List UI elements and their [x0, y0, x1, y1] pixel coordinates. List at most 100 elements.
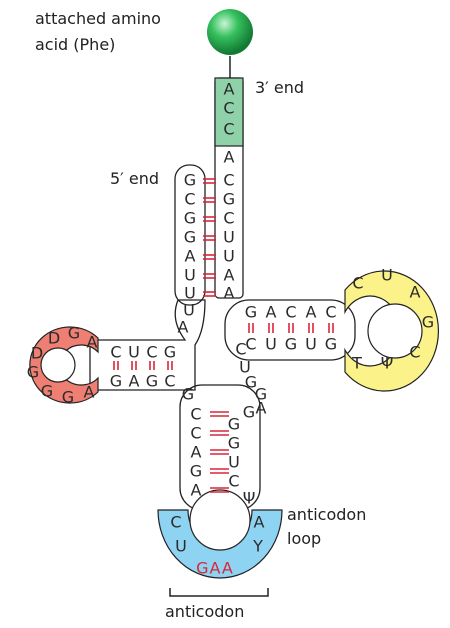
anticodon-stem-pairs	[210, 411, 229, 493]
nt-t-stem-bottom: C	[245, 335, 256, 354]
nt-t-loop: C	[352, 274, 363, 293]
nt-anticodon-stem-left: G	[190, 462, 202, 481]
nt-d-loop: G	[27, 363, 39, 382]
nt-acceptor-3prime: A	[224, 284, 235, 303]
d-loop	[29, 326, 99, 404]
nt-t-stem-bottom: G	[285, 335, 297, 354]
nt-acceptor-5prime: U	[184, 284, 196, 303]
t-arm-strand	[224, 299, 356, 361]
nt-t-loop: Ψ	[381, 354, 394, 373]
nt-acceptor-5prime: G	[184, 228, 196, 247]
nt-variable-loop: G	[255, 385, 267, 404]
nt-anticodon-stem-right: G	[228, 415, 240, 434]
nt-anticodon-stem-left: G	[182, 385, 194, 404]
nt-acceptor-3prime: C	[223, 209, 234, 228]
anticodon-label: anticodon	[165, 602, 244, 621]
nt-anticodon-stem-left: C	[190, 405, 201, 424]
nt-t-loop: A	[410, 283, 421, 302]
nt-acceptor-5prime: U	[184, 266, 196, 285]
acceptor-end-box	[214, 77, 244, 147]
nt-d-stem-top: G	[164, 343, 176, 362]
nt-anticodon-stem-left: A	[191, 443, 202, 462]
nt-t-stem-top: A	[266, 303, 277, 322]
nt-d-loop: D	[48, 329, 60, 348]
nt-acceptor-tail: C	[223, 120, 234, 139]
nt-t-stem-top: G	[245, 303, 257, 322]
nt-variable-loop: U	[239, 358, 251, 377]
nt-d-stem-top: U	[128, 343, 140, 362]
anticodon-bracket	[169, 588, 269, 597]
amino-acid-label-line1: attached amino	[35, 9, 161, 28]
nt-t-stem-top: C	[325, 303, 336, 322]
nt-t-stem-bottom: G	[325, 335, 337, 354]
nucleotides: A C C A C G C U U A A G C G G A U U U A …	[27, 80, 434, 578]
nt-anticodon-loop: U	[175, 537, 187, 556]
nt-t-stem-top: C	[285, 303, 296, 322]
nt-acceptor-3prime: U	[223, 247, 235, 266]
anticodon-loop	[157, 489, 283, 579]
anticodon-loop-hole	[189, 489, 251, 551]
nt-anticodon-loop: A	[254, 513, 265, 532]
d-loop-hole	[40, 347, 76, 383]
nt-acceptor-tail: C	[223, 99, 234, 118]
nt-acceptor-5prime: G	[184, 171, 196, 190]
nt-acceptor-3prime: G	[223, 190, 235, 209]
nt-t-loop: G	[422, 313, 434, 332]
d-stem-pairs	[113, 361, 173, 370]
nt-d-stem-bottom: G	[110, 372, 122, 391]
nt-anticodon-stem-left: A	[191, 481, 202, 500]
nt-d-loop: G	[68, 324, 80, 343]
amino-acid-ball	[207, 9, 253, 55]
nt-d-loop: D	[31, 344, 43, 363]
three-prime-label: 3′ end	[255, 78, 304, 97]
nt-acceptor-tail: A	[224, 80, 235, 99]
nt-acceptor-3prime: U	[223, 228, 235, 247]
nt-variable-loop: A	[256, 399, 267, 418]
amino-acid-label-line2: acid (Phe)	[35, 35, 115, 54]
nt-acceptor-5prime: U	[183, 301, 195, 320]
nt-variable-loop: G	[245, 373, 257, 392]
nt-t-loop: U	[381, 266, 393, 285]
t-loop-hole	[367, 303, 423, 359]
d-arm-strand	[89, 299, 206, 391]
nt-d-loop: A	[87, 333, 98, 352]
base-pairs	[113, 178, 334, 493]
nt-d-stem-bottom: G	[146, 372, 158, 391]
anticodon-loop-label-line1: anticodon	[287, 505, 366, 524]
nt-acceptor-3prime: A	[224, 266, 235, 285]
nt-t-stem-bottom: U	[305, 335, 317, 354]
anticodon-bases: GAA	[196, 559, 234, 578]
nt-anticodon-stem-left: C	[190, 424, 201, 443]
nt-d-stem-top: C	[146, 343, 157, 362]
nt-anticodon-stem-right: G	[228, 434, 240, 453]
nt-anticodon-stem-right: C	[228, 472, 239, 491]
t-stem-pairs	[248, 323, 334, 333]
nt-acceptor-5prime: A	[178, 318, 189, 337]
nt-anticodon-loop: Y	[252, 537, 263, 556]
nt-t-stem-bottom: U	[265, 335, 277, 354]
nt-d-loop: A	[84, 383, 95, 402]
nt-d-stem-bottom: A	[129, 372, 140, 391]
nt-t-loop: C	[409, 343, 420, 362]
nt-acceptor-5prime: A	[185, 247, 196, 266]
t-loop	[344, 270, 439, 392]
nt-variable-loop: G	[243, 403, 255, 422]
nt-acceptor-tail: A	[224, 148, 235, 167]
nt-t-stem-top: A	[306, 303, 317, 322]
nt-acceptor-5prime: C	[184, 190, 195, 209]
nt-variable-loop: C	[235, 340, 246, 359]
nt-d-loop: G	[62, 388, 74, 407]
nt-d-loop: G	[41, 382, 53, 401]
nt-anticodon-stem-right: Ψ	[243, 489, 256, 508]
nt-acceptor-3prime: C	[223, 171, 234, 190]
acceptor-stem-5prime-strand	[174, 164, 206, 306]
anticodon-loop-label-line2: loop	[287, 529, 321, 548]
nt-anticodon-loop: C	[170, 513, 181, 532]
five-prime-label: 5′ end	[110, 169, 159, 188]
nt-d-stem-top: C	[110, 343, 121, 362]
acceptor-stem-pairs	[203, 178, 216, 297]
nt-acceptor-5prime: G	[184, 209, 196, 228]
nt-d-stem-bottom: C	[164, 372, 175, 391]
nt-t-loop: T	[351, 354, 362, 373]
